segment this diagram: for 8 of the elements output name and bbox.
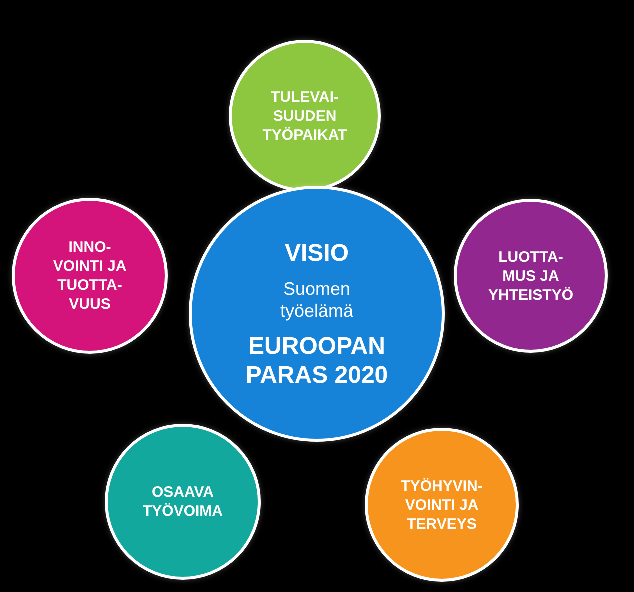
- node-label: TULEVAI- SUUDEN TYÖPAIKAT: [262, 88, 348, 144]
- node-label: LUOTTA- MUS JA YHTEISTYÖ: [487, 248, 574, 304]
- subtitle: Suomen työelämä: [279, 278, 355, 322]
- node-label: INNO- VOINTI JA TUOTTA- VUUS: [52, 238, 128, 314]
- node-label: OSAAVA TYÖVOIMA: [142, 483, 224, 521]
- title: VISIO: [284, 238, 350, 268]
- title: EUROOPAN PARAS 2020: [244, 332, 390, 390]
- node-label: TYÖHYVIN- VOINTI JA TERVEYS: [400, 476, 484, 534]
